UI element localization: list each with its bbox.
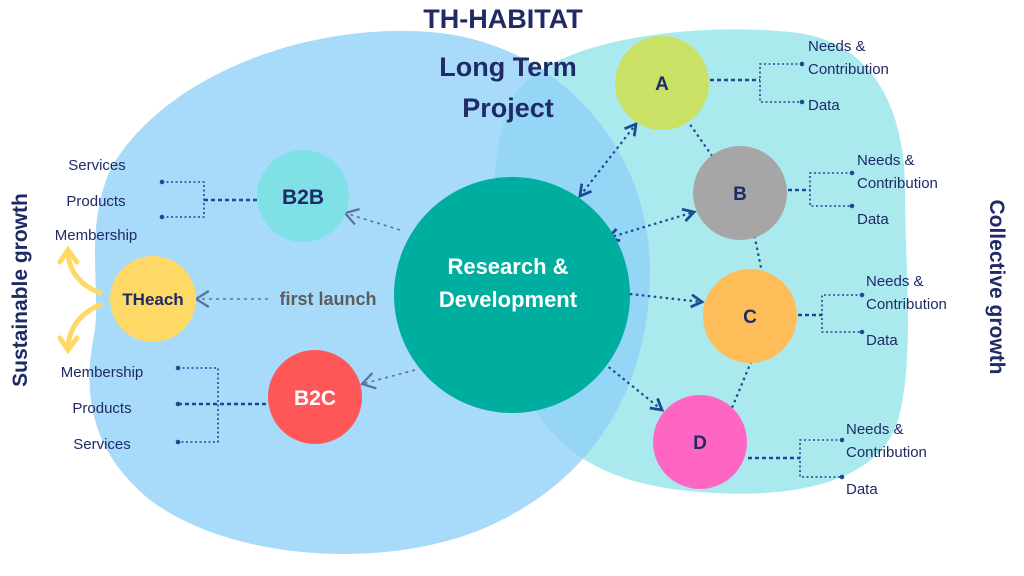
node-a-needs-line-1: Needs &	[808, 38, 866, 55]
b2c-item: Services	[73, 436, 131, 453]
node-b-bracket	[788, 170, 855, 209]
center-node	[394, 177, 630, 413]
side-label-right: Collective growth	[985, 199, 1008, 374]
node-d-needs-line-2: Contribution	[846, 444, 927, 461]
node-theach	[110, 256, 196, 342]
b2b-item: Services	[68, 157, 126, 174]
center-label-line-1: Research &	[447, 254, 568, 279]
side-label-left: Sustainable growth	[9, 193, 32, 387]
arrow-center-b2b	[342, 208, 401, 231]
b2c-bracket	[175, 365, 266, 445]
node-c-label: C	[743, 307, 757, 328]
first-launch-label: first launch	[279, 289, 376, 309]
node-a	[615, 36, 709, 130]
theach-label: THeach	[122, 290, 183, 309]
center-label-line-2: Development	[439, 287, 578, 312]
node-b-needs-line-1: Needs &	[857, 152, 915, 169]
node-a-label: A	[655, 74, 669, 95]
b2c-item: Products	[72, 400, 131, 417]
node-b-needs-line-2: Contribution	[857, 175, 938, 192]
node-c-needs-line-1: Needs &	[866, 273, 924, 290]
growth-arrows	[57, 245, 103, 355]
node-b2b	[257, 150, 349, 242]
node-b2c	[268, 350, 362, 444]
b2b-bracket	[159, 179, 258, 220]
node-b-data: Data	[857, 211, 889, 228]
arrow-center-b2c	[359, 369, 416, 390]
node-d-data: Data	[846, 481, 878, 498]
title-line-1: TH-HABITAT	[423, 4, 583, 34]
node-d-label: D	[693, 433, 707, 454]
b2c-label: B2C	[294, 387, 336, 410]
b2b-item: Products	[66, 193, 125, 210]
node-a-bracket	[710, 61, 805, 105]
b2c-item: Membership	[61, 364, 144, 381]
b2b-item: Membership	[55, 227, 138, 244]
node-b	[693, 146, 787, 240]
node-c	[703, 269, 797, 363]
title-line-3: Project	[462, 93, 554, 123]
node-d	[653, 395, 747, 489]
node-b-label: B	[733, 184, 747, 205]
node-c-data: Data	[866, 332, 898, 349]
left-blob	[89, 30, 651, 554]
node-c-bracket	[798, 292, 865, 335]
node-c-needs-line-2: Contribution	[866, 296, 947, 313]
node-d-bracket	[748, 437, 845, 480]
title-line-2: Long Term	[439, 52, 577, 82]
b2b-label: B2B	[282, 186, 324, 209]
node-d-needs-line-1: Needs &	[846, 421, 904, 438]
node-a-needs-line-2: Contribution	[808, 61, 889, 78]
node-a-data: Data	[808, 97, 840, 114]
